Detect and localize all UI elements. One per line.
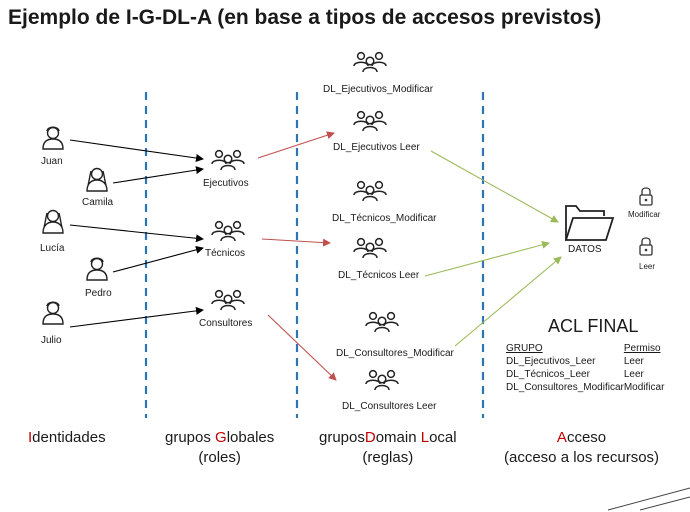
user-icon-camila — [86, 167, 108, 192]
arrow-lucia-tecnicos — [69, 224, 204, 243]
group-icon-dl-tecnicos-leer — [353, 237, 387, 259]
identity-julio: Julio — [41, 335, 62, 346]
corner-line-1 — [607, 487, 690, 511]
column-title-acceso: Acceso (acceso a los recursos) — [504, 428, 659, 468]
arrow-dl-ejecutivos-datos — [430, 150, 559, 223]
dl-ejecutivos-leer: DL_Ejecutivos Leer — [333, 142, 420, 153]
dl-ejecutivos-modificar: DL_Ejecutivos_Modificar — [323, 84, 434, 95]
column-letter-i: I — [28, 429, 33, 446]
group-icon-dl-ejecutivos-leer — [353, 110, 387, 132]
permission-modificar: Modificar — [628, 210, 661, 219]
column-sub-domain-local: (reglas) — [362, 449, 414, 466]
group-icon-dl-consultores-modificar — [365, 311, 399, 333]
arrow-juan-ejecutivos — [69, 139, 204, 162]
column-letter-d: D — [364, 429, 376, 446]
arrow-pedro-tecnicos — [112, 245, 204, 273]
global-group-tecnicos: Técnicos — [205, 248, 246, 259]
column-sub-acceso: (acceso a los recursos) — [504, 449, 660, 466]
user-icon-juan — [42, 126, 64, 150]
identity-juan: Juan — [41, 156, 63, 167]
acl-title: ACL FINAL — [548, 316, 639, 336]
dl-tecnicos-leer: DL_Técnicos Leer — [338, 270, 420, 281]
global-group-ejecutivos: Ejecutivos — [203, 178, 249, 189]
arrow-julio-consultores — [69, 306, 204, 328]
group-icon-ejecutivos — [211, 149, 245, 171]
global-group-consultores: Consultores — [199, 318, 253, 329]
column-title-identidades: Identidades — [28, 428, 106, 448]
column-letter-g: G — [215, 429, 227, 446]
dl-consultores-modificar: DL_Consultores_Modificar — [336, 348, 454, 359]
arrow-ejecutivos-dl-leer — [257, 131, 335, 159]
corner-line-2 — [639, 496, 690, 511]
acl-header-permiso: Permiso — [623, 343, 661, 354]
column-rest-domain-local: ocal — [429, 429, 457, 446]
column-letter-a: A — [556, 429, 567, 446]
acl-row: DL_Consultores_Modificar Modificar — [506, 381, 664, 394]
column-mid-domain-local: omain — [375, 429, 421, 446]
arrow-dl-consultores-datos — [454, 256, 562, 347]
column-pre-domain-local: grupos — [319, 429, 365, 446]
acl-cell-permission: Leer — [623, 369, 644, 380]
column-title-globales: grupos Globales (roles) — [165, 428, 274, 468]
dl-tecnicos-modificar: DL_Técnicos_Modificar — [332, 213, 437, 224]
acl-cell-permission: Leer — [623, 356, 644, 367]
acl-cell-permission: Modificar — [623, 382, 665, 393]
page-title: Ejemplo de I-G-DL-A (en base a tipos de … — [8, 6, 602, 29]
permission-leer: Leer — [639, 262, 656, 271]
arrow-tecnicos-dl-leer — [261, 238, 331, 247]
column-rest-acceso: cceso — [566, 429, 607, 446]
user-icon-julio — [42, 301, 64, 325]
lock-icon-modificar — [639, 187, 653, 206]
acl-cell-group: DL_Ejecutivos_Leer — [506, 356, 596, 367]
column-rest-globales: lobales — [226, 429, 275, 446]
arrow-dl-tecnicos-datos — [424, 240, 550, 277]
dl-consultores-leer: DL_Consultores Leer — [342, 401, 437, 412]
group-icon-dl-tecnicos-modificar — [353, 180, 387, 202]
column-letter-l: L — [420, 429, 430, 446]
column-pre-globales: grupos — [165, 429, 216, 446]
identity-pedro: Pedro — [85, 288, 112, 299]
user-icon-lucia — [42, 209, 64, 234]
group-icon-dl-consultores-leer — [365, 369, 399, 391]
acl-row: DL_Ejecutivos_Leer Leer — [506, 355, 664, 368]
group-icon-consultores — [211, 289, 245, 311]
arrow-camila-ejecutivos — [112, 166, 204, 184]
column-title-domain-local: gruposDomain Local (reglas) — [319, 428, 457, 468]
identity-camila: Camila — [82, 197, 114, 208]
acl-row: DL_Técnicos_Leer Leer — [506, 368, 664, 381]
column-sub-globales: (roles) — [198, 449, 241, 466]
acl-cell-group: DL_Técnicos_Leer — [506, 369, 590, 380]
group-icon-tecnicos — [211, 220, 245, 242]
identity-lucia: Lucía — [40, 243, 65, 254]
lock-icon-leer — [639, 237, 653, 256]
arrow-consultores-dl-leer — [267, 314, 337, 381]
acl-table: GRUPO Permiso DL_Ejecutivos_Leer Leer DL… — [506, 342, 664, 394]
resource-label: DATOS — [568, 244, 602, 255]
acl-cell-group: DL_Consultores_Modificar — [506, 382, 624, 393]
acl-header-grupo: GRUPO — [506, 343, 543, 354]
group-icon-dl-ejecutivos-modificar — [353, 51, 387, 73]
folder-icon — [564, 205, 615, 241]
column-rest-identidades: dentidades — [32, 429, 106, 446]
user-icon-pedro — [86, 257, 108, 281]
